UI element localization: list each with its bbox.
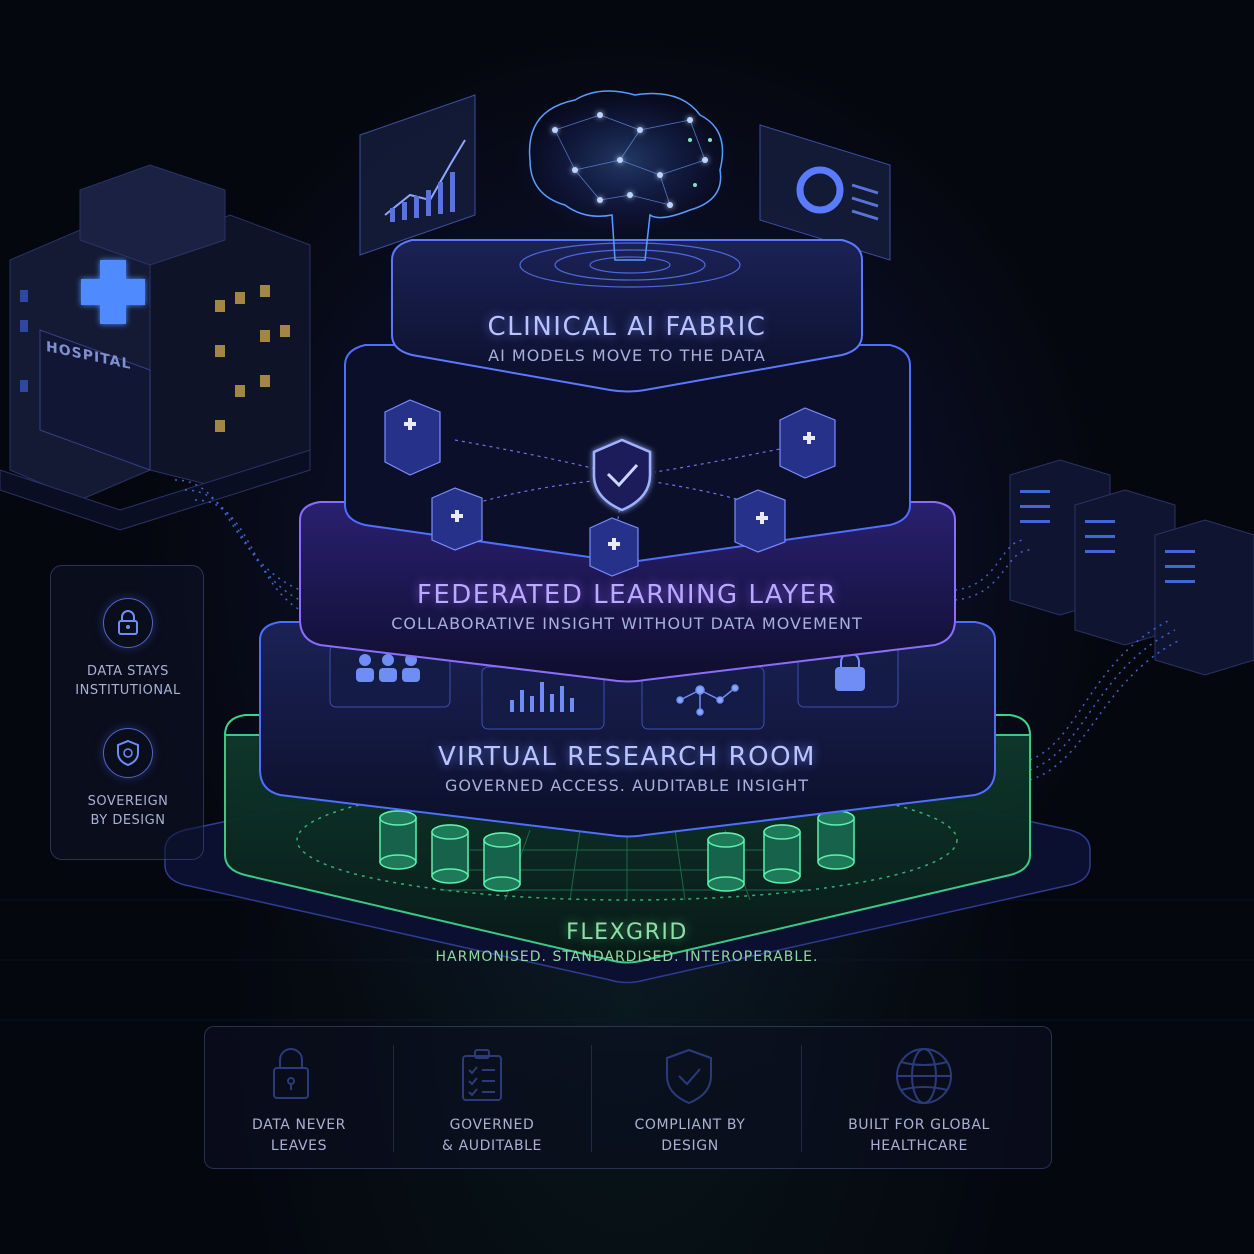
footer-divider: [393, 1045, 394, 1152]
server-racks: [1009, 459, 1254, 676]
side-principles-card: DATA STAYS INSTITUTIONAL SOVEREIGN BY DE…: [50, 565, 204, 860]
side-item-label: DATA STAYS INSTITUTIONAL: [75, 664, 181, 698]
shield-icon: [103, 728, 153, 778]
side-item-label: SOVEREIGN BY DESIGN: [87, 794, 169, 828]
network-nodes-icon: [676, 684, 739, 716]
bar-chart-icon: [510, 682, 574, 712]
footer-divider: [801, 1045, 802, 1152]
footer-item-label: BUILT FOR GLOBAL HEALTHCARE: [848, 1117, 990, 1154]
side-item-data-stays: DATA STAYS INSTITUTIONAL: [51, 598, 205, 700]
donut-panel-right: [759, 124, 891, 261]
database-icons: [379, 810, 855, 892]
footer-item-data-never-leaves: DATA NEVER LEAVES: [205, 1027, 393, 1170]
footer-principles-bar: DATA NEVER LEAVES GOVERNED & AUDITABLE C…: [204, 1026, 1052, 1169]
shield-check-icon: [592, 438, 652, 512]
side-item-sovereign: SOVEREIGN BY DESIGN: [51, 728, 205, 830]
footer-item-label: DATA NEVER LEAVES: [252, 1117, 346, 1154]
lock-icon: [103, 598, 153, 648]
data-flow-lines: [174, 479, 1181, 781]
ai-fabric-layer: [391, 239, 863, 393]
footer-divider: [591, 1045, 592, 1152]
hub-network-layer: [344, 344, 911, 577]
brain-network-icon: [515, 85, 735, 261]
footer-item-governed: GOVERNED & AUDITABLE: [393, 1027, 591, 1170]
analytics-panel-left: [359, 94, 476, 256]
footer-item-label: GOVERNED & AUDITABLE: [442, 1117, 542, 1154]
footer-item-label: COMPLIANT BY DESIGN: [634, 1117, 746, 1154]
hospital-building: [0, 164, 311, 531]
footer-item-global: BUILT FOR GLOBAL HEALTHCARE: [801, 1027, 1037, 1170]
footer-item-compliant: COMPLIANT BY DESIGN: [591, 1027, 789, 1170]
research-room-layer: [259, 621, 996, 838]
users-group-icon: [356, 654, 420, 682]
